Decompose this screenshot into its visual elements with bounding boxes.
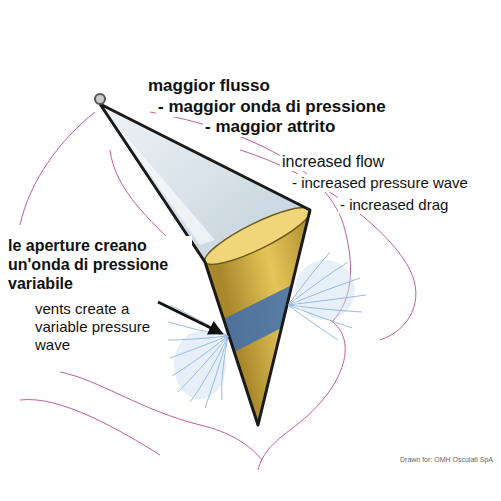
sleeve-highlight (112, 120, 215, 245)
watermark: Drawn for: OMH Osculati SpA (398, 456, 495, 464)
annotation: le aperture creano un'onda di pressione … (6, 236, 192, 294)
annotation: - maggior onda di pressione (156, 97, 388, 117)
annotation: maggior flusso (146, 76, 272, 96)
annotation: - increased pressure wave (290, 174, 470, 192)
swivel-ring (95, 94, 105, 104)
annotation: vents create a variable pressure wave (33, 300, 157, 354)
annotation: - increased drag (338, 196, 450, 214)
vent-spray (288, 252, 366, 340)
annotation: increased flow (280, 152, 386, 171)
vent-band (224, 285, 292, 352)
leader-arrow (158, 302, 221, 333)
annotation: - maggior attrito (203, 117, 337, 137)
